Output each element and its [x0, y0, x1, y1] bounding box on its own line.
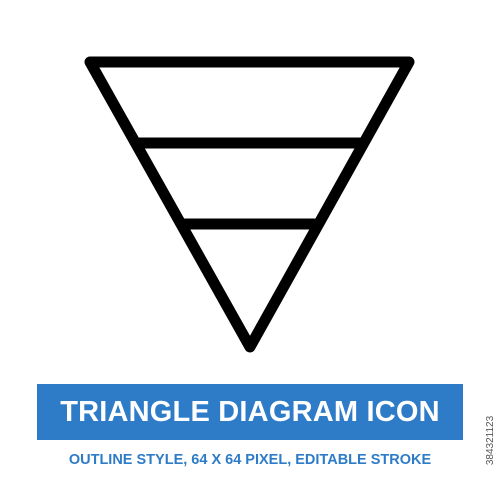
- triangle-diagram-svg: [84, 56, 415, 353]
- stock-id-label: 384321123: [484, 388, 498, 492]
- banner-title: TRIANGLE DIAGRAM ICON: [60, 395, 440, 428]
- stock-id-text: 384321123: [485, 415, 497, 465]
- triangle-outline: [84, 56, 415, 353]
- banner-subtitle: OUTLINE STYLE, 64 X 64 PIXEL, EDITABLE S…: [68, 452, 432, 468]
- triangle-diagram-icon: [84, 56, 415, 353]
- title-banner: TRIANGLE DIAGRAM ICON: [37, 384, 463, 440]
